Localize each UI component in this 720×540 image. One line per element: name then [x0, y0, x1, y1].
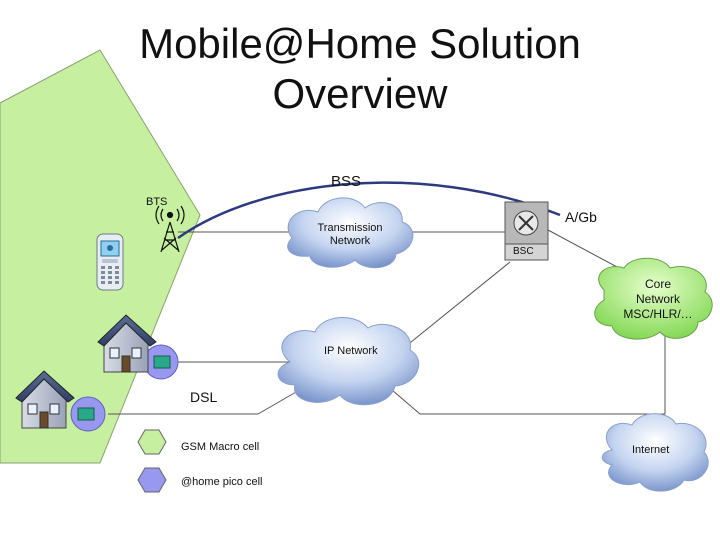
page-title-line2: Overview: [272, 70, 448, 117]
ip-network-cloud: [277, 316, 420, 406]
core-to-internet-link: [658, 335, 666, 415]
dsl-label: DSL: [190, 389, 218, 405]
dsl-modem-icon: [77, 407, 95, 421]
radio-signal-curve: [177, 181, 561, 240]
internet-cloud: [601, 413, 709, 492]
ip-to-internet-link: [384, 383, 658, 415]
bss-label: BSS: [331, 173, 362, 190]
legend-label-pico: @home pico cell: [181, 476, 263, 488]
transmission-network-cloud: [287, 197, 414, 269]
legend-swatch-pico: [137, 467, 167, 493]
house-icon: [97, 314, 157, 373]
bsc-label: BSC: [513, 246, 534, 257]
dsl-modem-icon: [153, 355, 171, 369]
transmission-label-line2: Network: [329, 235, 371, 247]
legend-label-macro: GSM Macro cell: [181, 441, 260, 453]
core-label-line2: Network: [635, 292, 680, 306]
legend-swatch-macro: [137, 429, 167, 455]
house-icon: [15, 370, 75, 429]
agb-label: A/Gb: [565, 209, 597, 225]
transmission-network-label: Transmission Network: [300, 222, 400, 248]
core-label-line3: MSC/HLR/…: [623, 307, 693, 321]
mobile-phone-icon: [96, 233, 124, 291]
ip-network-label: IP Network: [324, 345, 378, 357]
transmission-label-line1: Transmission: [317, 222, 383, 234]
core-label-line1: Core: [644, 277, 671, 291]
bts-label: BTS: [146, 196, 168, 208]
core-network-label: Core Network MSC/HLR/…: [608, 277, 708, 322]
core-network-cloud: [594, 257, 713, 340]
antenna-tower-icon: [155, 205, 185, 253]
bsc-switch-icon: [504, 201, 549, 261]
internet-label: Internet: [632, 444, 670, 456]
page-title-line1: Mobile@Home Solution: [139, 20, 581, 67]
ip-to-bsc-link: [394, 261, 511, 356]
